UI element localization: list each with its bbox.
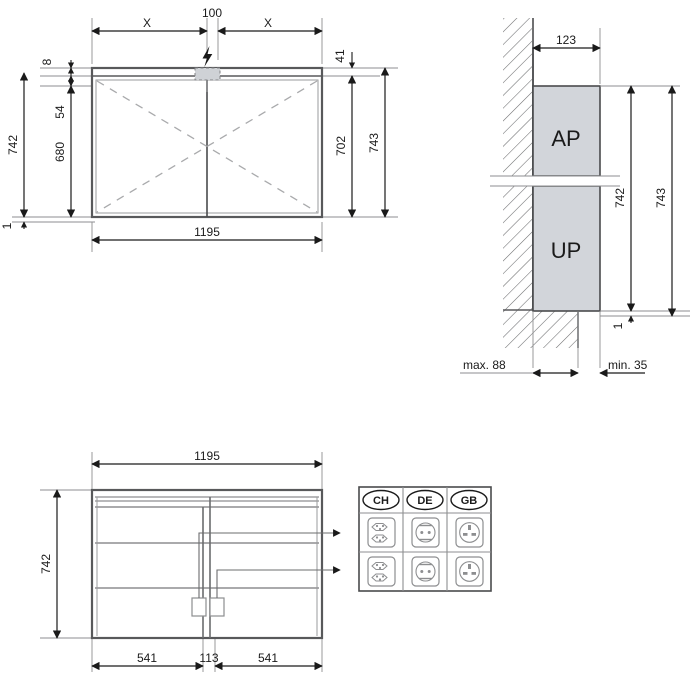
plan-dim-bottom-chain: 541 113 541: [91, 651, 323, 671]
legend-code-gb: GB: [461, 495, 478, 507]
mirror-diagonals: [96, 80, 318, 213]
front-dim-54: 54: [53, 67, 75, 119]
electrical-connection-box: [194, 67, 221, 81]
dim-front-702: 702: [334, 136, 348, 156]
section-dim-123: 123: [532, 33, 601, 53]
dim-section-min-35: min. 35: [608, 358, 648, 372]
dim-front-1195: 1195: [194, 225, 220, 239]
section-dim-743: 743: [654, 85, 677, 317]
dim-front-742: 742: [6, 135, 20, 155]
socket-gb-icon-row1: [455, 517, 484, 548]
block-up-label: UP: [551, 238, 582, 263]
socket-de-icon-row2: [411, 556, 440, 587]
dim-plan-541-left: 541: [137, 651, 157, 665]
leader-line-lower: [216, 566, 341, 598]
block-up: UP: [532, 185, 601, 312]
dim-front-41: 41: [333, 49, 347, 63]
front-dim-1: 1: [0, 210, 28, 229]
dim-section-742: 742: [613, 188, 627, 208]
dim-front-743: 743: [367, 133, 381, 153]
cabinet-front-body: [90, 66, 324, 219]
legend-grid: [359, 487, 491, 591]
plan-dim-1195: 1195: [91, 449, 323, 469]
leader-line-upper: [198, 529, 341, 598]
view-wall-section: AP UP 123: [460, 18, 690, 378]
socket-legend: CH DE GB: [358, 486, 492, 592]
section-break-band: [490, 175, 620, 187]
section-dim-bottom-chain: max. 88 min. 35: [460, 358, 648, 378]
dim-section-1: 1: [611, 322, 625, 329]
socket-gb-icon-row2: [455, 556, 484, 587]
socket-box-right: [209, 597, 225, 617]
wall-hatch-soffit: [503, 309, 579, 348]
section-dim-1: 1: [611, 304, 635, 329]
dim-front-680: 680: [53, 142, 67, 162]
socket-box-left: [191, 597, 207, 617]
view-interior-plan: 1195 742 541 113 541: [39, 449, 341, 672]
dim-front-54: 54: [53, 105, 67, 119]
front-dim-1195: 1195: [91, 225, 323, 245]
front-dim-680: 680: [53, 85, 76, 218]
dim-section-743: 743: [654, 188, 668, 208]
block-ap: AP: [532, 85, 601, 177]
plan-leader-lines: [198, 529, 341, 598]
dim-plan-541-right: 541: [258, 651, 278, 665]
dim-section-123: 123: [556, 33, 576, 47]
dim-section-max-88: max. 88: [463, 358, 506, 372]
front-dim-702: 702: [334, 75, 357, 218]
dim-front-x-left: X: [143, 16, 151, 30]
plan-dim-742: 742: [39, 489, 62, 639]
lightning-bolt-icon: [202, 46, 213, 67]
legend-code-ch: CH: [373, 495, 389, 507]
legend-header-gb: GB: [450, 489, 488, 511]
legend-code-de: DE: [417, 495, 432, 507]
wall-hatch-upper: [503, 18, 534, 176]
socket-de-icon-row1: [411, 517, 440, 548]
front-dim-743: 743: [367, 67, 390, 218]
dim-front-1: 1: [0, 222, 14, 229]
section-dim-742: 742: [613, 85, 636, 312]
cabinet-plan-body: [90, 488, 324, 640]
dim-front-8: 8: [40, 58, 54, 65]
front-dim-top-chain: X 100 X: [91, 6, 323, 36]
dim-plan-742: 742: [39, 554, 53, 574]
legend-header-de: DE: [406, 489, 444, 511]
dim-plan-113: 113: [199, 651, 218, 665]
dim-front-x-right: X: [264, 16, 272, 30]
dim-front-100: 100: [202, 6, 222, 20]
front-extension-lines: [12, 18, 398, 252]
front-dim-742: 742: [6, 72, 29, 218]
block-ap-label: AP: [551, 126, 580, 151]
socket-ch-icon-row1: [367, 517, 396, 548]
wall-hatch-lower: [503, 186, 534, 310]
view-front-elevation: X 100 X 8 54 742 680: [0, 6, 398, 252]
dim-plan-1195: 1195: [194, 449, 220, 463]
legend-header-ch: CH: [362, 489, 400, 511]
socket-ch-icon-row2: [367, 556, 396, 587]
